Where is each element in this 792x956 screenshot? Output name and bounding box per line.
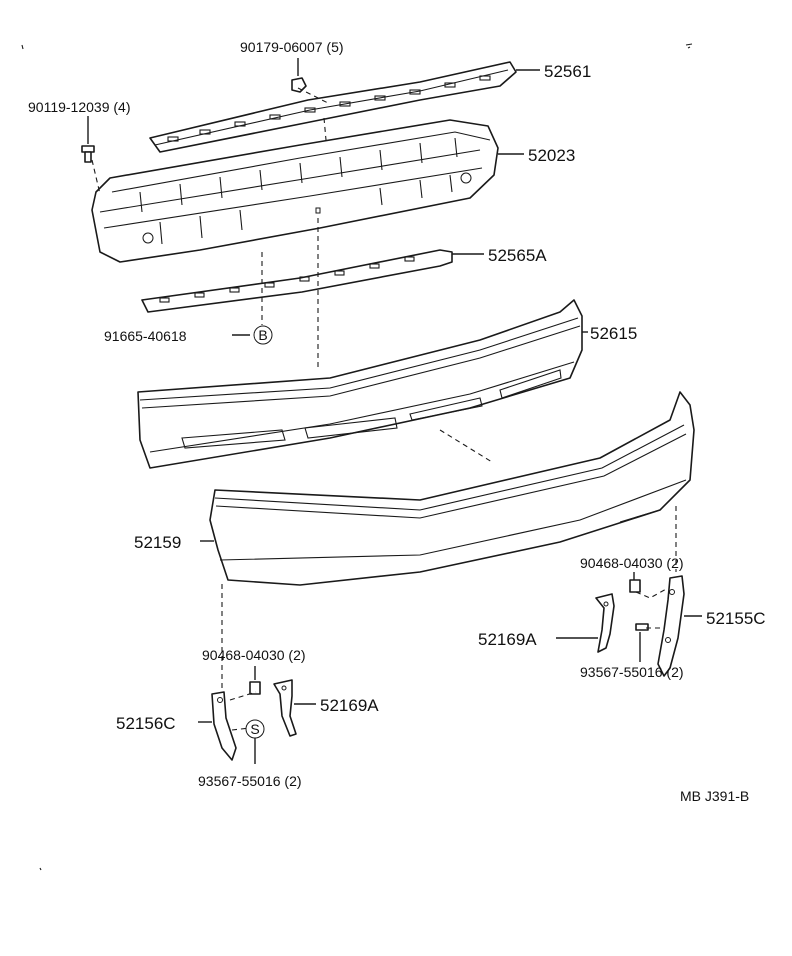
part-52561-reinforcement-strip	[149, 61, 517, 153]
part-52156C-left-bracket	[211, 691, 237, 761]
part-52169A-right-retainer	[595, 593, 615, 653]
label-91665-40618: 91665-40618	[104, 328, 187, 344]
label-93567-55016-right: 93567-55016 (2)	[580, 664, 684, 680]
label-90119-12039: 90119-12039 (4)	[28, 99, 130, 115]
diagram-reference-code: MB J391-B	[680, 788, 749, 804]
svg-text:S: S	[250, 721, 259, 737]
part-52565A-lower-strip	[141, 249, 453, 313]
label-90468-04030-left: 90468-04030 (2)	[202, 647, 306, 663]
part-52155C-right-bracket	[657, 575, 685, 677]
label-52159: 52159	[134, 533, 181, 552]
label-52561: 52561	[544, 62, 591, 81]
label-52156C: 52156C	[116, 714, 176, 733]
label-93567-55016-left: 93567-55016 (2)	[198, 773, 302, 789]
circled-s-symbol: S	[245, 719, 265, 739]
clip-90468-right-icon	[629, 579, 641, 593]
assembly-dashed-lines	[91, 87, 677, 731]
part-52159-bumper-cover	[209, 391, 695, 586]
part-52615-bumper-upper	[137, 299, 583, 469]
part-52169A-left-retainer	[273, 679, 297, 737]
label-52169A-left: 52169A	[320, 696, 379, 715]
screw-93567-right-icon	[635, 623, 649, 631]
label-52155C: 52155C	[706, 609, 766, 628]
bolt-90119-icon	[81, 145, 95, 163]
label-52169A-right: 52169A	[478, 630, 537, 649]
label-90179-06007: 90179-06007 (5)	[240, 39, 344, 55]
scan-marks	[21, 43, 693, 871]
label-90468-04030-right: 90468-04030 (2)	[580, 555, 684, 571]
svg-text:B: B	[258, 327, 267, 343]
clip-90468-left-icon	[249, 681, 261, 695]
part-52023-bumper-reinforcement	[91, 119, 499, 263]
leader-lines	[87, 58, 702, 764]
label-52023: 52023	[528, 146, 575, 165]
circled-b-symbol: B	[253, 325, 273, 345]
label-52615: 52615	[590, 324, 637, 343]
nut-90179-icon	[291, 77, 307, 93]
label-52565A: 52565A	[488, 246, 547, 265]
